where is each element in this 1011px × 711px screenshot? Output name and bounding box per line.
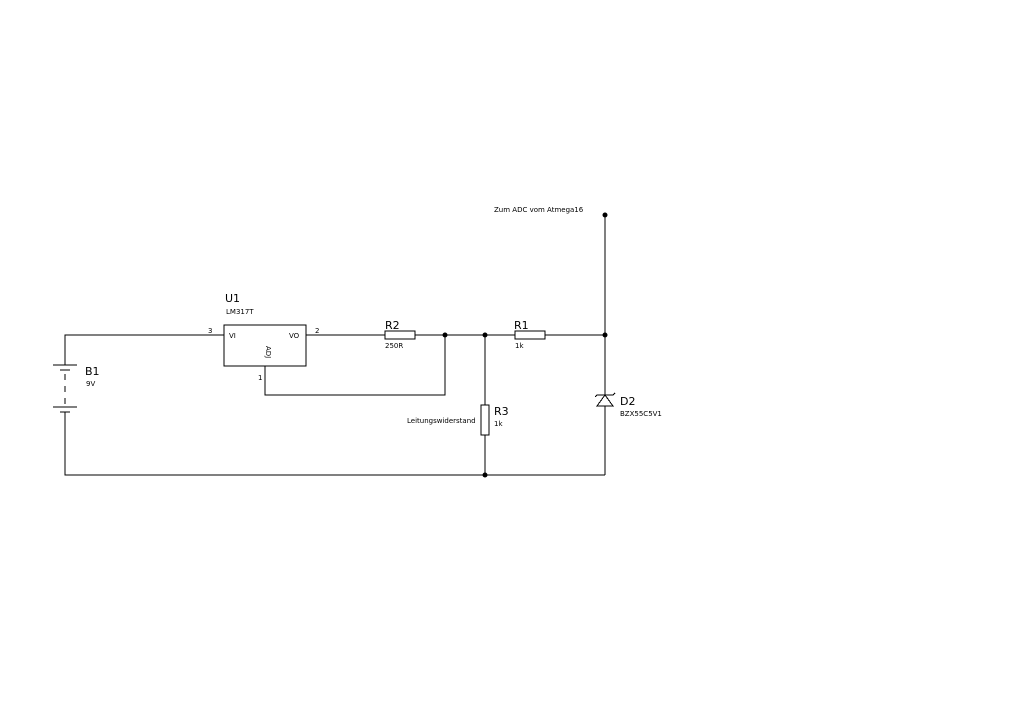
u1-pin-vi-label: VI bbox=[229, 332, 236, 340]
r3-resistor: R3 1k Leitungswiderstand bbox=[407, 404, 509, 436]
u1-pin-vo-label: VO bbox=[289, 332, 300, 340]
d2-zener-diode: D2 BZX55C5V1 bbox=[594, 392, 662, 418]
r1-resistor: R1 1k bbox=[514, 319, 546, 350]
r2-ref: R2 bbox=[385, 319, 400, 332]
r3-body bbox=[480, 404, 490, 436]
u1-pin2-number: 2 bbox=[315, 327, 319, 335]
r3-note: Leitungswiderstand bbox=[407, 417, 476, 425]
u1-pin-adj-label: ADJ bbox=[264, 346, 272, 358]
r2-body bbox=[384, 330, 416, 340]
b1-ref: B1 bbox=[85, 365, 100, 378]
wire-adj-feedback bbox=[264, 335, 446, 396]
wire-ground-rail bbox=[64, 412, 605, 476]
b1-value: 9V bbox=[86, 380, 95, 388]
junctions bbox=[442, 212, 608, 478]
d2-value: BZX55C5V1 bbox=[620, 410, 662, 418]
r1-value: 1k bbox=[515, 342, 524, 350]
junction-adc bbox=[602, 212, 608, 218]
u1-value: LM317T bbox=[226, 308, 254, 316]
r1-ref: R1 bbox=[514, 319, 529, 332]
d2-ref: D2 bbox=[620, 395, 635, 408]
u1-pin3-number: 3 bbox=[208, 327, 212, 335]
r2-value: 250R bbox=[385, 342, 403, 350]
u1-pin1-number: 1 bbox=[258, 374, 262, 382]
u1-regulator: U1 LM317T VI VO ADJ 3 2 1 bbox=[208, 292, 319, 382]
r3-value: 1k bbox=[494, 420, 503, 428]
wire-battery-to-vi bbox=[64, 334, 224, 365]
d2-cathode-bar bbox=[594, 392, 616, 398]
r1-body bbox=[514, 330, 546, 340]
r2-resistor: R2 250R bbox=[384, 319, 416, 350]
junction-right bbox=[602, 332, 608, 338]
d2-triangle bbox=[596, 394, 614, 407]
r3-ref: R3 bbox=[494, 405, 509, 418]
u1-body bbox=[223, 324, 307, 367]
adc-net-label: Zum ADC vom Atmega16 bbox=[494, 206, 584, 214]
b1-battery: B1 9V bbox=[53, 364, 100, 413]
junction-r3-bottom bbox=[482, 472, 488, 478]
u1-ref: U1 bbox=[225, 292, 240, 305]
wires bbox=[64, 215, 606, 476]
junction-r2-adj bbox=[442, 332, 448, 338]
junction-r3-top bbox=[482, 332, 488, 338]
